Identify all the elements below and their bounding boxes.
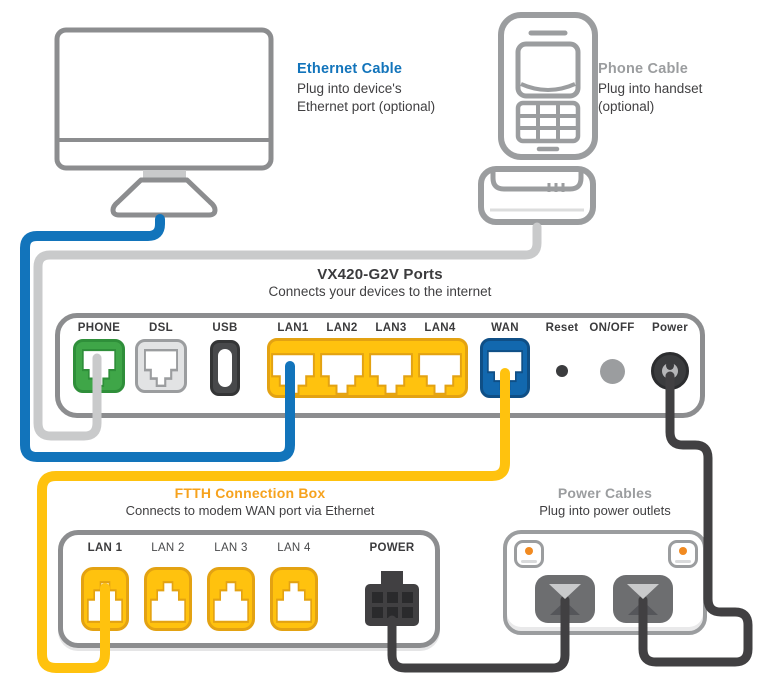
rj45-jack-up-icon [213,581,249,623]
ethernet-cable-note-title: Ethernet Cable [297,61,403,77]
rj11-jack-icon [144,349,178,387]
ftth-label-lan3: LAN 3 [214,542,248,554]
wan-port [480,338,530,398]
ftth-lan2-port [144,567,192,631]
power-jack [651,352,689,390]
ftth-subtitle: Connects to modem WAN port via Ethernet [125,503,375,518]
ftth-section-heading: FTTH Connection Box Connects to modem WA… [59,485,441,518]
router-section-heading: VX420-G2V Ports Connects your devices to… [155,266,605,299]
phone-cradle [478,166,596,225]
phone-port [73,339,125,393]
port-label-lan4: LAN4 [424,322,456,334]
phone-illustration [478,12,598,225]
handset-screen [515,41,581,99]
port-label-reset: Reset [545,322,579,334]
ftth-label-power: POWER [369,542,415,554]
lan-ports-block [267,338,468,398]
outlet-switch-edge [675,560,691,563]
port-label-dsl: DSL [149,322,173,334]
phone-cable-note-line1: Plug into handset [598,81,703,96]
phone-cable-note-title: Phone Cable [598,61,689,77]
power-cables-title: Power Cables [557,485,653,501]
port-label-wan: WAN [491,322,519,334]
rj11-jack-icon [82,349,116,387]
ftth-lan3-port [207,567,255,631]
port-label-power: Power [651,322,689,334]
rj45-jack-icon-lan3 [369,353,413,395]
ethernet-cable-note: Ethernet Cable Plug into device's Ethern… [297,61,435,115]
port-label-phone: PHONE [77,322,121,334]
router-title: VX420-G2V Ports [317,266,443,283]
phone-cable-note: Phone Cable Plug into handset (optional) [598,61,702,115]
rj45-jack-icon-wan [487,350,523,390]
port-label-lan3: LAN3 [375,322,407,334]
power-strip [503,530,707,635]
ftth-label-lan2: LAN 2 [151,542,185,554]
monitor-stand-neck [143,170,186,180]
port-label-lan2: LAN2 [326,322,358,334]
onoff-button [600,359,625,384]
dsl-port [135,339,187,393]
ethernet-cable-note-line1: Plug into device's [297,81,402,96]
ftth-lan4-port [270,567,318,631]
power-section-heading: Power Cables Plug into power outlets [503,485,707,518]
ftth-label-lan1: LAN 1 [87,542,123,554]
monitor-screen [54,27,274,171]
usb-slot-icon [218,349,232,387]
port-label-usb: USB [212,322,238,334]
power-jack-pin-icon [666,361,674,370]
phone-cable-note-line2: (optional) [598,98,655,114]
rj45-jack-up-icon [150,581,186,623]
outlet-led-icon [679,547,687,555]
ethernet-cable-note-line2: Ethernet port (optional) [297,98,436,114]
handset-keypad [515,100,581,144]
rj45-jack-up-icon [276,581,312,623]
monitor-illustration [54,27,274,218]
outlet-switch-left [514,540,544,568]
rj45-jack-up-icon [87,581,123,623]
usb-port [210,340,240,396]
rj45-jack-icon-lan4 [418,353,462,395]
rj45-jack-icon-lan1 [271,353,315,395]
rj45-jack-icon-lan2 [320,353,364,395]
ftth-lan1-port [81,567,129,631]
power-cables-subtitle: Plug into power outlets [539,503,671,518]
reset-button [556,365,568,377]
handset-screen-curve [520,82,576,92]
outlet-switch-right [668,540,698,568]
port-label-onoff: ON/OFF [589,322,635,334]
monitor-stand-base [110,177,218,218]
ftth-label-lan4: LAN 4 [277,542,311,554]
ftth-title: FTTH Connection Box [174,485,326,501]
outlet-switch-edge [521,560,537,563]
router-subtitle: Connects your devices to the internet [268,284,492,299]
cradle-slot [490,167,584,192]
outlet-led-icon [525,547,533,555]
port-label-lan1: LAN1 [277,322,309,334]
handset-body [498,12,598,160]
